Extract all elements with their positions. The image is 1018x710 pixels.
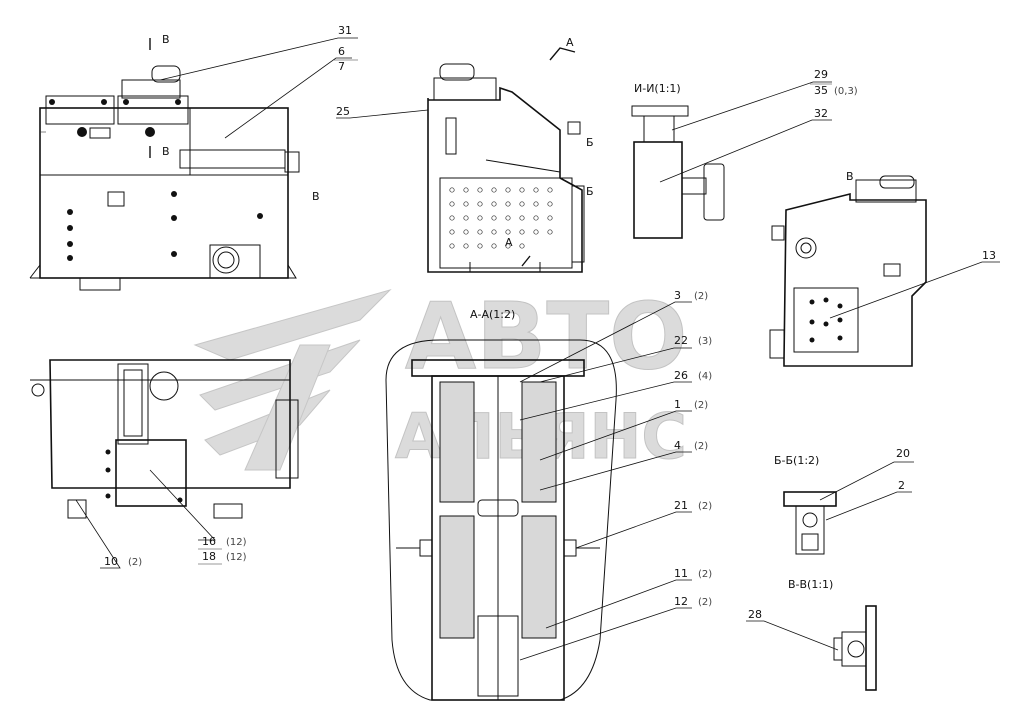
section-mark-v-2: В xyxy=(162,145,170,158)
text-labels: В В В А А Б Б В А-А(1:2) И-И(1:1) Б-Б(1:… xyxy=(104,24,996,621)
section-mark-b-1: Б xyxy=(586,136,594,149)
callout-35: 35 xyxy=(814,84,828,97)
section-mark-v-3: В xyxy=(312,190,320,203)
section-title-bb: Б-Б(1:2) xyxy=(774,454,819,467)
view-bottom-left xyxy=(30,359,299,519)
callout-32: 32 xyxy=(814,107,828,120)
section-mark-a-2: А xyxy=(505,236,513,249)
leader-lines xyxy=(75,37,1000,661)
callout-10: 10 xyxy=(104,555,118,568)
section-mark-a-1: А xyxy=(566,36,574,49)
callout-12-qty: (2) xyxy=(698,597,712,608)
section-title-ii: И-И(1:1) xyxy=(634,82,681,95)
callout-22-qty: (3) xyxy=(698,336,712,347)
section-marks xyxy=(149,38,576,267)
front-view-top-left xyxy=(29,65,300,291)
callout-7: 7 xyxy=(338,60,345,73)
watermark-logo xyxy=(193,288,392,471)
section-bb xyxy=(783,491,837,555)
callout-3-qty: (2) xyxy=(694,291,708,302)
section-mark-v-1: В xyxy=(162,33,170,46)
section-mark-b-2: Б xyxy=(586,185,594,198)
callout-16-qty: (12) xyxy=(226,537,247,548)
callout-10-qty: (2) xyxy=(128,557,142,568)
detail-ii xyxy=(631,105,725,239)
callout-26: 26 xyxy=(674,369,688,382)
side-view-top-center xyxy=(427,63,585,273)
callout-4-qty: (2) xyxy=(694,441,708,452)
callout-20: 20 xyxy=(896,447,910,460)
section-vv xyxy=(833,605,877,691)
callout-16: 16 xyxy=(202,535,216,548)
view-v-right xyxy=(769,175,927,367)
callout-11: 11 xyxy=(674,567,688,580)
callout-18: 18 xyxy=(202,550,216,563)
callout-2: 2 xyxy=(898,479,905,492)
section-title-vv: В-В(1:1) xyxy=(788,578,833,591)
callout-1: 1 xyxy=(674,398,681,411)
callout-25: 25 xyxy=(336,105,350,118)
section-aa xyxy=(385,339,617,701)
callout-18-qty: (12) xyxy=(226,552,247,563)
callout-13: 13 xyxy=(982,249,996,262)
filter-hatch xyxy=(439,381,557,639)
callout-21-qty: (2) xyxy=(698,501,712,512)
callout-12: 12 xyxy=(674,595,688,608)
callout-26-qty: (4) xyxy=(698,371,712,382)
callout-3: 3 xyxy=(674,289,681,302)
callout-31: 31 xyxy=(338,24,352,37)
callout-6: 6 xyxy=(338,45,345,58)
callout-11-qty: (2) xyxy=(698,569,712,580)
callout-1-qty: (2) xyxy=(694,400,708,411)
callout-22: 22 xyxy=(674,334,688,347)
callout-35-qty: (0,3) xyxy=(834,86,858,97)
callout-29: 29 xyxy=(814,68,828,81)
callout-28: 28 xyxy=(748,608,762,621)
callout-4: 4 xyxy=(674,439,681,452)
callout-21: 21 xyxy=(674,499,688,512)
view-label-v: В xyxy=(846,170,854,183)
section-title-aa: А-А(1:2) xyxy=(470,308,515,321)
watermark-line1: АВТО xyxy=(405,283,687,390)
